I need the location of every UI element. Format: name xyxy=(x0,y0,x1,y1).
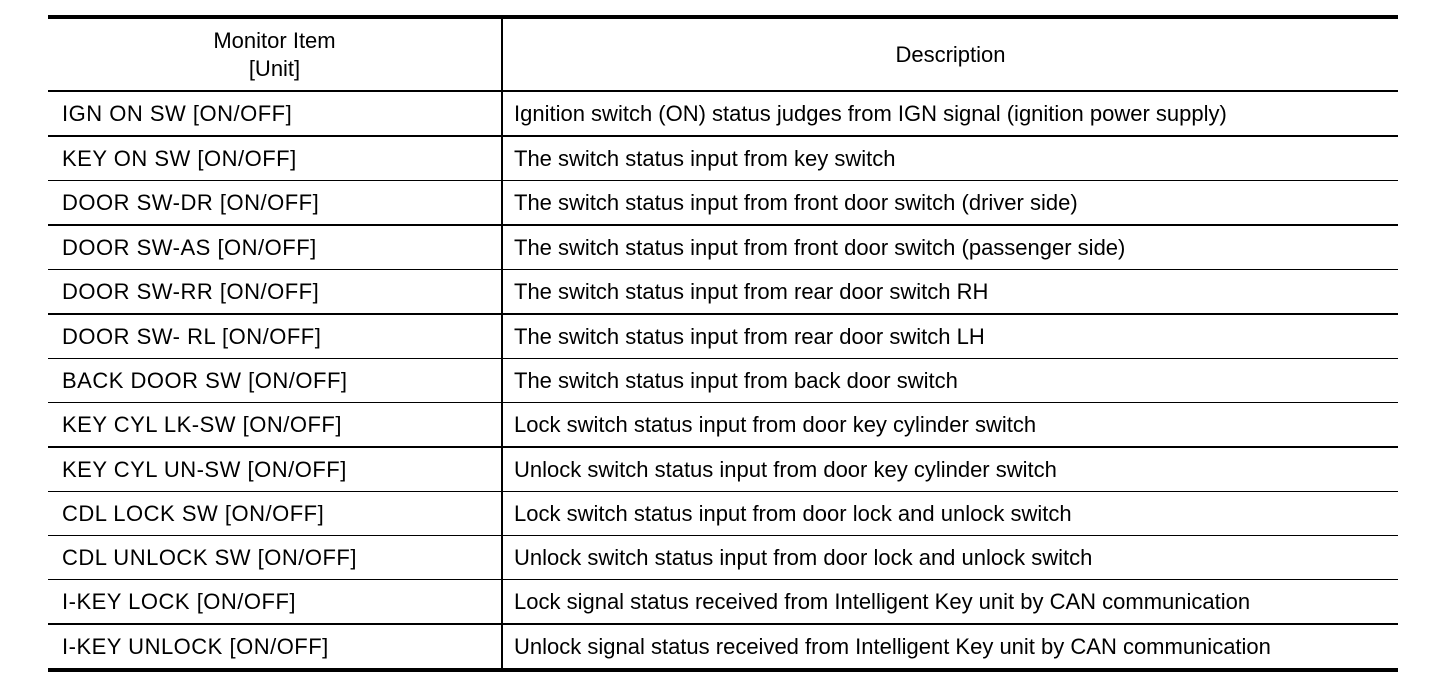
monitor-item-cell: IGN ON SW [ON/OFF] xyxy=(48,91,503,137)
table-row: CDL LOCK SW [ON/OFF] Lock switch status … xyxy=(48,491,1398,536)
monitor-item-cell: BACK DOOR SW [ON/OFF] xyxy=(48,358,503,403)
description-cell: The switch status input from front door … xyxy=(502,180,1398,226)
description-cell: The switch status input from front door … xyxy=(502,225,1398,270)
table-header-row: Monitor Item [Unit] Description xyxy=(48,17,1398,92)
description-cell: The switch status input from rear door s… xyxy=(502,269,1398,315)
monitor-item-cell: CDL LOCK SW [ON/OFF] xyxy=(48,491,503,536)
table-row: BACK DOOR SW [ON/OFF] The switch status … xyxy=(48,358,1398,403)
description-cell: Unlock signal status received from Intel… xyxy=(514,633,1271,659)
description-cell: The switch status input from rear door s… xyxy=(502,314,1398,359)
monitor-item-cell: KEY ON SW [ON/OFF] xyxy=(48,136,503,181)
monitor-item-header-line2: [Unit] xyxy=(248,55,301,81)
monitor-item-cell: DOOR SW-DR [ON/OFF] xyxy=(48,180,503,226)
monitor-item-column-header: Monitor Item [Unit] xyxy=(48,17,503,92)
description-cell: Lock switch status input from door lock … xyxy=(502,491,1398,536)
table-row: I-KEY LOCK [ON/OFF] Lock signal status r… xyxy=(48,579,1398,625)
table-row: DOOR SW- RL [ON/OFF] The switch status i… xyxy=(48,314,1398,359)
table-row: DOOR SW-DR [ON/OFF] The switch status in… xyxy=(48,180,1398,226)
table-row: DOOR SW-AS [ON/OFF] The switch status in… xyxy=(48,225,1398,270)
monitor-item-cell: I-KEY UNLOCK [ON/OFF] xyxy=(48,624,503,670)
monitor-item-cell: KEY CYL UN-SW [ON/OFF] xyxy=(48,447,503,492)
monitor-item-cell: DOOR SW-RR [ON/OFF] xyxy=(48,269,503,315)
table-body: IGN ON SW [ON/OFF] Ignition switch (ON) … xyxy=(48,91,1398,670)
description-cell: Ignition switch (ON) status judges from … xyxy=(502,91,1398,137)
description-cell: The switch status input from key switch xyxy=(502,136,1398,181)
table-row: IGN ON SW [ON/OFF] Ignition switch (ON) … xyxy=(48,91,1398,137)
description-cell: Lock switch status input from door key c… xyxy=(502,402,1398,448)
monitor-item-cell: DOOR SW-AS [ON/OFF] xyxy=(48,225,503,270)
data-monitor-table: Monitor Item [Unit] Description IGN ON S… xyxy=(48,15,1398,672)
monitor-item-header-line1: Monitor Item xyxy=(213,27,336,53)
table-row: KEY ON SW [ON/OFF] The switch status inp… xyxy=(48,136,1398,181)
monitor-item-cell: DOOR SW- RL [ON/OFF] xyxy=(48,314,503,359)
monitor-item-cell: KEY CYL LK-SW [ON/OFF] xyxy=(48,402,503,448)
monitor-item-cell: I-KEY LOCK [ON/OFF] xyxy=(48,579,503,625)
description-column-header: Description xyxy=(502,17,1398,92)
description-cell: The switch status input from back door s… xyxy=(502,358,1398,403)
description-cell: Lock signal status received from Intelli… xyxy=(502,579,1398,625)
table-row: KEY CYL UN-SW [ON/OFF] Unlock switch sta… xyxy=(48,447,1398,492)
table-row: I-KEY UNLOCK [ON/OFF] Unlock signal stat… xyxy=(48,624,1398,670)
table-row: DOOR SW-RR [ON/OFF] The switch status in… xyxy=(48,269,1398,315)
monitor-item-cell: CDL UNLOCK SW [ON/OFF] xyxy=(48,535,503,580)
description-cell: Unlock switch status input from door loc… xyxy=(502,535,1398,580)
table-row: CDL UNLOCK SW [ON/OFF] Unlock switch sta… xyxy=(48,535,1398,580)
description-cell: Unlock switch status input from door key… xyxy=(502,447,1398,492)
table-row: KEY CYL LK-SW [ON/OFF] Lock switch statu… xyxy=(48,402,1398,448)
